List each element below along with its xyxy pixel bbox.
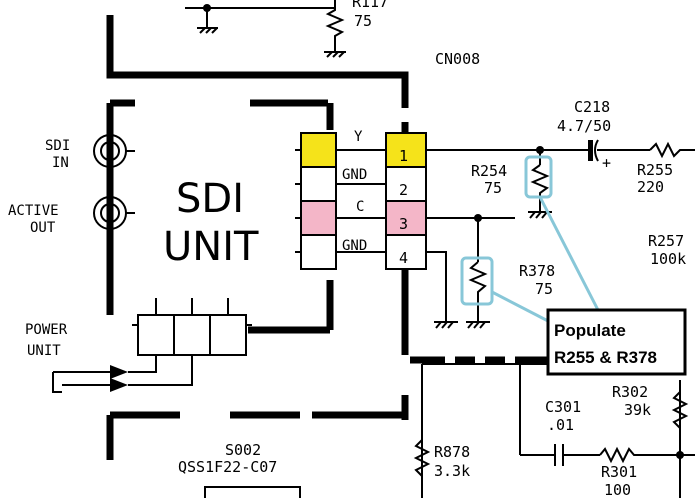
r302-value: 39k — [624, 401, 651, 419]
connector-wires: Y GND C GND — [336, 129, 386, 254]
annotation-line1: Populate — [554, 321, 626, 340]
lower-right-circuit: R878 3.3k C301 .01 R301 100 R302 39k — [413, 363, 695, 498]
sdi-in-connector: SDI IN — [45, 134, 135, 171]
populate-annotation: Populate R255 & R378 — [460, 155, 687, 376]
active-out-label-line1: ACTIVE — [8, 203, 59, 219]
sdi-unit-pin-header — [295, 132, 337, 270]
y-signal-path: + C218 4.7/50 R255 220 R254 75 R257 100k — [426, 98, 695, 268]
sdi-unit-title-line1: SDI — [176, 176, 244, 222]
sdi-unit-title-line2: UNIT — [163, 224, 259, 270]
c218-value: 4.7/50 — [557, 117, 611, 135]
r254-value: 75 — [484, 179, 502, 197]
r254-highlight-box — [524, 155, 553, 199]
s002-part: QSS1F22-C07 — [178, 458, 277, 476]
r117-value: 75 — [354, 12, 372, 30]
r302-ref: R302 — [612, 383, 648, 401]
r378-ref: R378 — [519, 262, 555, 280]
active-out-connector: ACTIVE OUT — [8, 196, 135, 236]
pin-signal-c: C — [356, 199, 364, 215]
r117-network: R117 75 — [185, 0, 388, 58]
r878-value: 3.3k — [434, 462, 470, 480]
r257-value: 100k — [650, 250, 686, 268]
annotation-callout-box — [546, 308, 687, 376]
c218-ref: C218 — [574, 98, 610, 116]
r378-highlight-box — [460, 256, 494, 306]
r878-ref: R878 — [434, 443, 470, 461]
c-signal-path: R378 75 — [426, 214, 555, 329]
r255-ref: R255 — [637, 161, 673, 179]
r117-ref: R117 — [352, 0, 388, 11]
c218-plus: + — [602, 154, 611, 172]
c301-ref: C301 — [545, 398, 581, 416]
cn008-pin-header: 1 2 3 4 CN008 — [385, 50, 480, 270]
s002-switch: S002 QSS1F22-C07 — [178, 441, 301, 498]
r301-ref: R301 — [601, 463, 637, 481]
r257-ref: R257 — [648, 232, 684, 250]
sdi-in-label-line2: IN — [52, 155, 69, 171]
pin-signal-gnd-1: GND — [342, 167, 367, 183]
sdi-in-label-line1: SDI — [45, 138, 70, 154]
active-out-label-line2: OUT — [30, 220, 56, 236]
power-unit-label-line2: UNIT — [27, 343, 61, 359]
c301-value: .01 — [547, 416, 574, 434]
power-connector: POWER UNIT — [25, 298, 252, 393]
r378-value: 75 — [535, 280, 553, 298]
r254-ref: R254 — [471, 162, 507, 180]
cn008-pin-4: 4 — [399, 249, 408, 267]
cn008-pin-2: 2 — [399, 181, 408, 199]
r301-value: 100 — [604, 481, 631, 498]
r255-value: 220 — [637, 178, 664, 196]
pin-signal-y: Y — [354, 129, 363, 145]
cn008-pin-1: 1 — [399, 147, 408, 165]
cn008-pin-3: 3 — [399, 215, 408, 233]
power-unit-label-line1: POWER — [25, 322, 68, 338]
annotation-line2: R255 & R378 — [554, 348, 657, 367]
s002-ref: S002 — [225, 441, 261, 459]
pin-signal-gnd-2: GND — [342, 238, 367, 254]
sdi-unit-box: SDI UNIT — [106, 99, 334, 334]
cn008-label: CN008 — [435, 50, 480, 68]
